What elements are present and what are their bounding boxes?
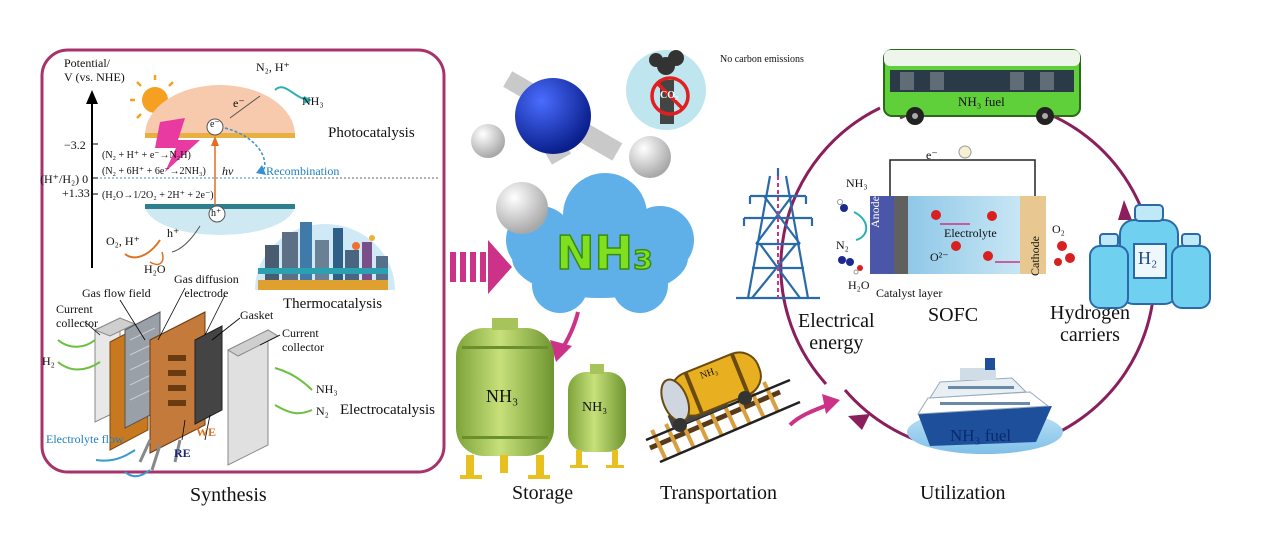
- electrocatalysis-title: Electrocatalysis: [340, 402, 435, 419]
- current-collector-left-line2: collector: [56, 316, 98, 330]
- thermocatalysis-plant-icon: [255, 222, 395, 290]
- no-carbon-label: No carbon emissions: [720, 54, 804, 65]
- transport-to-utilization-arrow: [790, 404, 830, 425]
- synthesis-caption: Synthesis: [190, 484, 267, 507]
- electron-label: e⁻: [210, 119, 220, 130]
- nh3-cloud-label: NH₃: [556, 226, 653, 280]
- ammonia-bus-icon: [884, 50, 1080, 125]
- sofc-n2-label: N₂: [836, 238, 849, 253]
- tank-small-label: NH₃: [582, 400, 607, 416]
- electron-top-label: e⁻: [233, 96, 245, 111]
- reaction-1: (N₂ + H⁺ + e⁻→N₂H): [102, 150, 191, 161]
- hole-label: h⁺: [211, 208, 221, 219]
- co2-label: CO₂: [660, 90, 678, 101]
- nh3-photo-label: NH₃: [302, 94, 324, 109]
- cathode-label: Cathode: [1028, 236, 1043, 276]
- gas-diffusion-line2: electrode: [174, 286, 239, 300]
- hole-bottom-label: h⁺: [167, 226, 179, 241]
- storage-caption: Storage: [512, 482, 573, 505]
- electrical-energy-label: Electrical energy: [798, 310, 875, 354]
- h2-cylinder-label: H₂: [1138, 248, 1157, 269]
- current-collector-right-label: Current collector: [282, 326, 324, 354]
- tick-top: −3.2: [64, 138, 86, 153]
- sofc-label: SOFC: [928, 304, 978, 327]
- hydrogen-line1: Hydrogen: [1050, 302, 1130, 324]
- catalyst-layer-label: Catalyst layer: [876, 286, 942, 301]
- current-collector-right-line2: collector: [282, 340, 324, 354]
- hydrogen-line2: carriers: [1050, 324, 1130, 346]
- sofc-nh3-label: NH₃: [846, 176, 868, 191]
- gasket-label: Gasket: [240, 308, 273, 323]
- electrolyte-flow-label: Electrolyte flow: [46, 432, 124, 447]
- tick-mid: (H⁺/H₂) 0: [40, 172, 88, 187]
- sofc-electron-label: e⁻: [926, 148, 938, 163]
- electrical-line1: Electrical: [798, 310, 875, 332]
- current-collector-left-line1: Current: [56, 302, 98, 316]
- thermocatalysis-title: Thermocatalysis: [283, 296, 382, 313]
- n2-electro-label: N₂: [316, 404, 329, 419]
- h2o-photo-label: H₂O: [144, 262, 166, 277]
- anode-label: Anode: [868, 196, 883, 228]
- gas-diffusion-line1: Gas diffusion: [174, 272, 239, 286]
- sofc-o2-label: O₂: [1052, 222, 1065, 237]
- rail-tanker-icon: [646, 346, 800, 462]
- storage-tank-small: [568, 364, 626, 468]
- gas-flow-field-label: Gas flow field: [82, 286, 151, 301]
- bus-fuel-label: NH₃ fuel: [958, 94, 1005, 110]
- potential-axis-label: Potential/ V (vs. NHE): [64, 56, 125, 84]
- synthesis-to-nh3-arrow: [450, 240, 512, 294]
- ship-fuel-label: NH₃ fuel: [950, 426, 1011, 446]
- reaction-3: (H₂O→1/2O₂ + 2H⁺ + 2e⁻): [102, 190, 214, 201]
- current-collector-right-line1: Current: [282, 326, 324, 340]
- hydrogen-carriers-label: Hydrogen carriers: [1050, 302, 1130, 346]
- utilization-caption: Utilization: [920, 482, 1006, 505]
- nh3-electro-label: NH₃: [316, 382, 338, 397]
- we-label: WE: [196, 425, 216, 440]
- tick-low: +1.33: [62, 186, 90, 201]
- h2-electro-label: H₂: [42, 354, 55, 369]
- photocatalysis-title: Photocatalysis: [328, 125, 415, 142]
- recombination-label: Recombination: [266, 164, 339, 179]
- reaction-2: (N₂ + 6H⁺ + 6e⁻→2NH₃): [102, 166, 206, 177]
- o2-h-label: O₂, H⁺: [106, 234, 140, 249]
- n2-h-label: N₂, H⁺: [256, 60, 290, 75]
- current-collector-left-label: Current collector: [56, 302, 98, 330]
- tank-large-label: NH₃: [486, 386, 518, 407]
- electrolyte-label: Electrolyte: [944, 226, 997, 241]
- sofc-h2o-label: H₂O: [848, 278, 870, 293]
- axis-label-line2: V (vs. NHE): [64, 70, 125, 84]
- oxide-ion-label: O²⁻: [930, 250, 949, 265]
- gas-diffusion-electrode-label: Gas diffusion electrode: [174, 272, 239, 300]
- electrical-line2: energy: [798, 332, 875, 354]
- re-label: RE: [174, 446, 191, 461]
- transportation-caption: Transportation: [660, 482, 777, 505]
- axis-label-line1: Potential/: [64, 56, 125, 70]
- hv-label: hv: [222, 164, 233, 179]
